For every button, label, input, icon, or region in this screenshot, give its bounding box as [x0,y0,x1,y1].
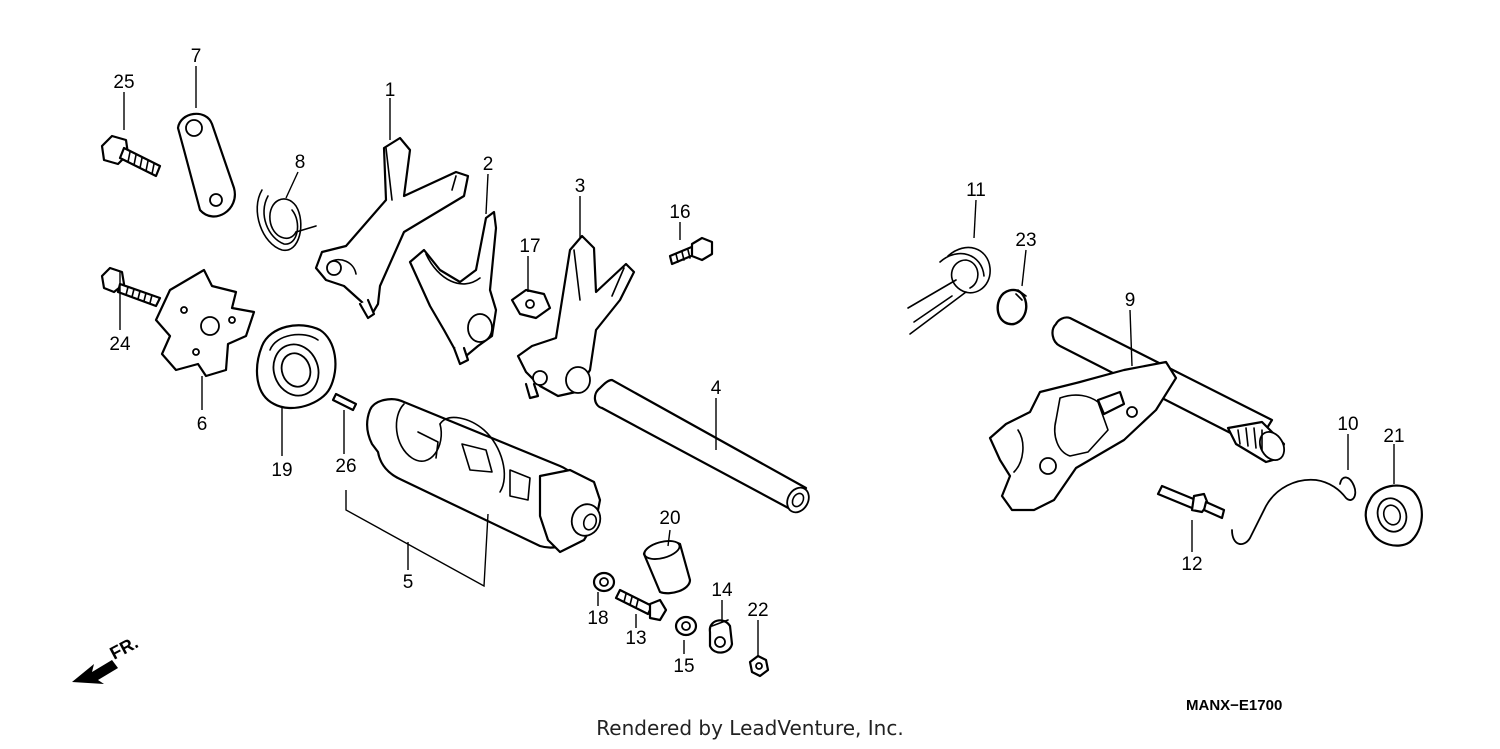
callout-26: 26 [335,456,356,477]
part-11-spring [907,246,991,335]
part-23-circlip [996,288,1028,326]
part-7-shift-arm [176,112,236,218]
part-21-oil-seal [1364,484,1423,547]
callout-15: 15 [673,656,694,677]
leader-lines [119,66,1395,656]
callout-10: 10 [1337,414,1358,435]
part-3-shift-fork [516,234,636,400]
footer-credit: Rendered by LeadVenture, Inc. [596,716,904,740]
callout-8: 8 [295,152,306,173]
part-10-return-spring [1231,476,1357,545]
callout-25: 25 [113,72,134,93]
callout-1: 1 [385,80,396,101]
callout-2: 2 [483,154,494,175]
callout-9: 9 [1125,290,1136,311]
callout-7: 7 [191,46,202,67]
callout-17: 17 [519,236,540,257]
callout-24: 24 [109,334,131,355]
part-16-bolt [668,236,714,266]
drawing-code: MANX−E1700 [1186,697,1282,714]
part-19-bearing [256,324,337,409]
callout-3: 3 [575,176,586,197]
callout-18: 18 [587,608,608,629]
part-17-clip [510,288,552,320]
callout-19: 19 [271,460,292,481]
part-18-washer [592,571,616,593]
callout-22: 22 [747,600,768,621]
callout-4: 4 [711,378,722,399]
callout-11: 11 [966,180,986,201]
callout-16: 16 [669,202,690,223]
part-15-washer [674,615,698,637]
callout-21: 21 [1383,426,1404,447]
callout-5: 5 [403,572,414,593]
part-24-bolt [100,266,162,308]
part-25-bolt [100,134,162,178]
part-1-shift-fork [314,136,470,320]
part-13-pin-bolt [614,588,668,622]
part-6-star-plate [154,268,256,378]
part-2-shift-fork [408,210,498,366]
part-9-shift-spindle [988,316,1286,512]
part-4-shaft [593,378,810,514]
callout-14: 14 [711,580,733,601]
front-direction-arrow: FR. [72,632,141,684]
callout-labels: 7 25 1 8 2 3 16 17 24 6 19 26 4 20 5 18 … [109,46,1404,677]
part-22-nut [748,654,770,678]
part-5-shift-drum [366,398,602,554]
part-8-spring [256,189,317,251]
part-20-collar [642,540,692,595]
callout-20: 20 [659,508,680,529]
part-26-pin [331,392,358,412]
part-12-stopper-bolt [1156,484,1226,520]
callout-23: 23 [1015,230,1036,251]
front-direction-label: FR. [106,632,141,663]
part-14-clamp [708,619,734,654]
callout-13: 13 [625,628,646,649]
callout-12: 12 [1181,554,1202,575]
callout-6: 6 [197,414,208,435]
